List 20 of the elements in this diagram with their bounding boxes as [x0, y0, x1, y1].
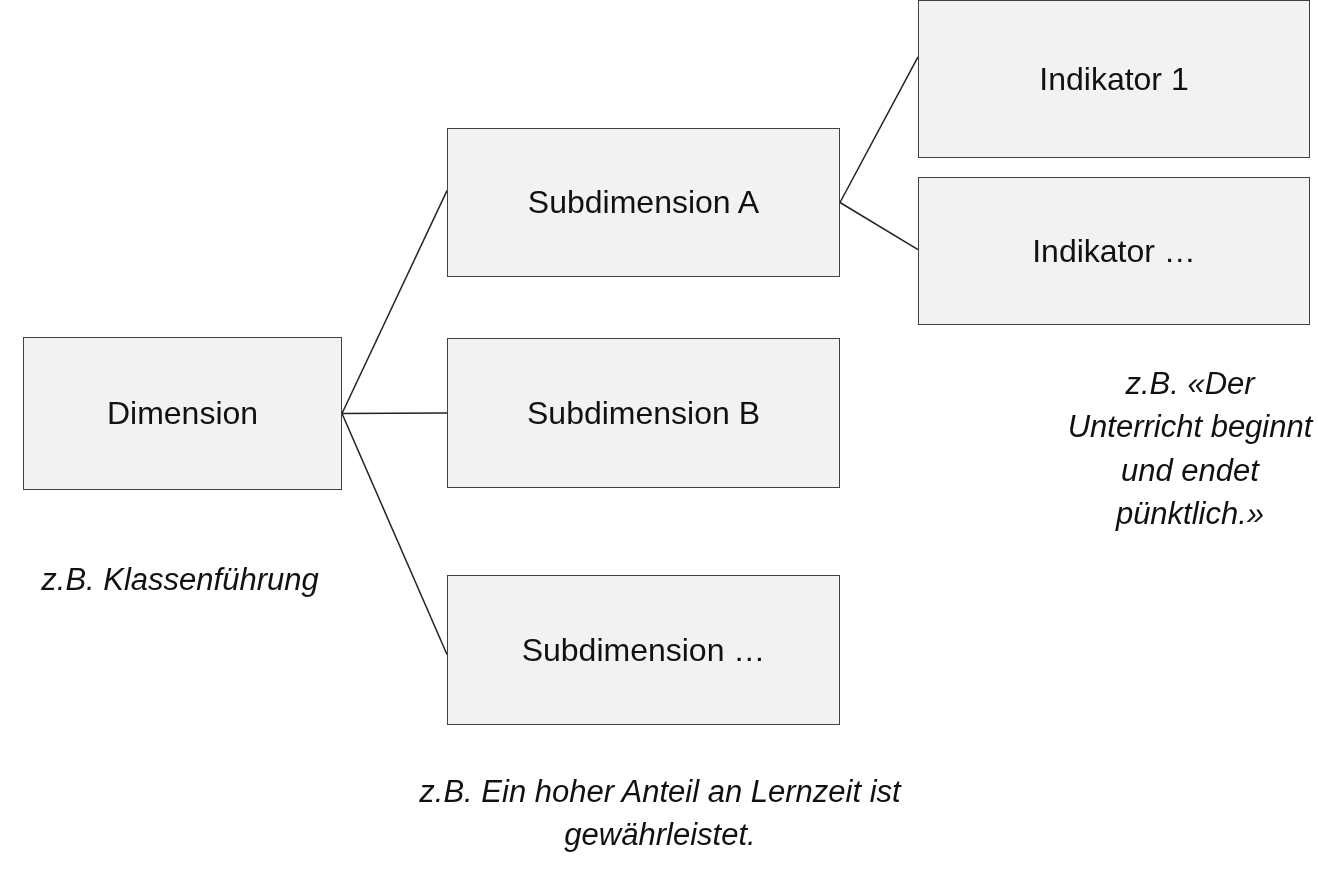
connector-line [839, 56, 919, 204]
node-label: Subdimension B [527, 394, 760, 432]
node-label: Subdimension A [527, 184, 760, 221]
example-note: z.B. «Der Unterricht beginnt und endet pünktlich.» [1066, 365, 1315, 534]
connector-line [341, 412, 448, 415]
node-label: Dimension [106, 395, 259, 432]
node-box [23, 337, 342, 490]
node-box [918, 177, 1310, 325]
node-box [447, 338, 840, 488]
connector-line [341, 412, 448, 656]
node-box [447, 575, 840, 725]
connector-line [839, 201, 919, 251]
connector-line [341, 189, 448, 415]
node-label: Subdimension … [521, 631, 766, 669]
node-box [447, 128, 840, 277]
node-label: Indikator 1 [1039, 60, 1189, 98]
node-label: Indikator … [1032, 232, 1196, 270]
example-note: z.B. Klassenführung [40, 561, 320, 599]
example-note: z.B. Ein hoher Anteil an Lernzeit ist gewährleistet. [418, 773, 903, 855]
node-box [918, 0, 1310, 158]
